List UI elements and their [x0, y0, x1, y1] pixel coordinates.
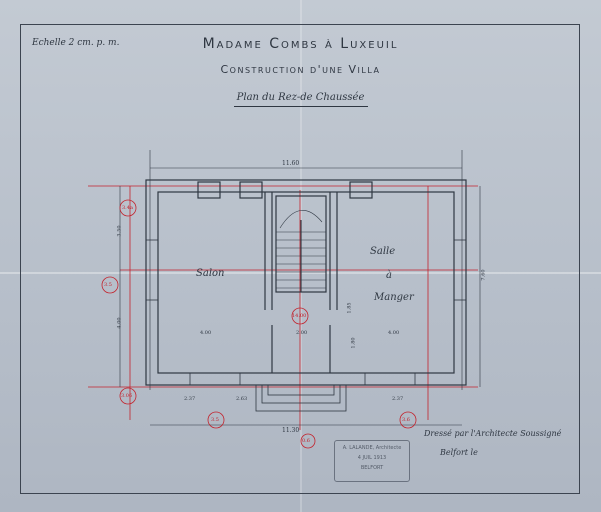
room-salon: Salon [196, 268, 225, 279]
entrance-steps [255, 384, 347, 412]
dim-left-1: 3.50 [116, 225, 123, 237]
dim-stairs: 1.80 [350, 337, 357, 349]
red-markers [101, 199, 417, 449]
windows [146, 239, 466, 385]
circle-label-c2: 3.5 [104, 282, 112, 288]
dim-right-total: 7.60 [480, 269, 487, 281]
marker-c4 [291, 307, 309, 325]
dim-inner-left: 4.00 [200, 330, 212, 336]
architect-signature-line2: Belfort le [440, 448, 478, 457]
dimension-lines [119, 150, 481, 426]
dim-inner-right: 4.00 [388, 330, 400, 336]
stamp-line3: BELFORT [360, 465, 384, 471]
inner-wall [157, 191, 455, 374]
scale-note: Echelle 2 cm. p. m. [32, 38, 120, 48]
marker-c3 [119, 387, 137, 405]
plan-title: Plan du Rez-de Chaussée [236, 92, 365, 103]
architect-signature-line1: Dressé par l'Architecte Soussigné [424, 429, 562, 438]
circle-label-c4: 14.00 [292, 313, 307, 319]
dim-bottom-mid: 2.63 [236, 396, 248, 402]
circle-label-c3: 3.06 [121, 393, 133, 399]
red-construction-lines [88, 185, 478, 430]
circle-label-c8: 0.6 [302, 438, 310, 444]
dim-bottom-total: 11.30 [282, 427, 300, 434]
marker-c6 [399, 411, 417, 429]
circle-label-c6: 3.6 [402, 417, 410, 423]
stamp-line1: A. LALANDE, Architecte [342, 445, 402, 451]
room-salle-line3: Manger [374, 292, 414, 303]
dim-left-2: 4.00 [116, 317, 123, 329]
room-salle-line1: Salle [370, 246, 396, 257]
marker-c2 [101, 276, 119, 294]
marker-c5 [207, 411, 225, 429]
title-main: Madame Combs à Luxeuil [202, 36, 399, 52]
dim-bottom-left: 2.37 [184, 396, 196, 402]
circle-label-c5: 3.5 [211, 417, 219, 423]
architect-stamp: A. LALANDE, Architecte 4 JUIL 1913 BELFO… [334, 440, 410, 482]
title-sub: Construction d'une Villa [220, 63, 381, 76]
room-salle-line2: à [386, 270, 392, 281]
dim-bottom-right: 2.37 [392, 396, 404, 402]
stamp-line2: 4 JUIL 1913 [357, 455, 387, 461]
chimney-right [349, 181, 373, 199]
marker-c1 [119, 199, 137, 217]
stair-steps [276, 210, 326, 289]
drawing-frame [20, 24, 580, 494]
dim-inner-mid: 2.00 [296, 330, 308, 336]
marker-c8 [300, 433, 316, 449]
circle-label-c1: 3.4a [122, 205, 133, 211]
dim-top-total: 11.60 [282, 160, 300, 167]
chimney-left-2 [239, 181, 263, 199]
chimney-left [197, 181, 221, 199]
plan-title-underline [234, 106, 368, 107]
dim-vertical-mid: 1.85 [346, 302, 353, 314]
